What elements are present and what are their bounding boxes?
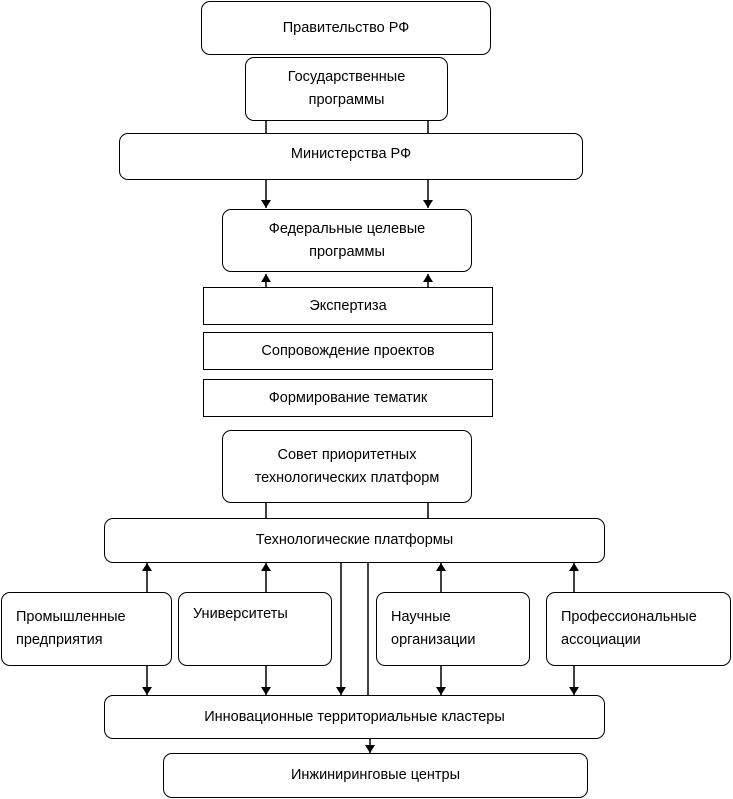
tech-platforms-node: Технологические платформы — [104, 518, 605, 563]
professional-associations-label: Профессиональные ассоциации — [561, 609, 697, 648]
council-label: Совет приоритетных технологических платф… — [254, 446, 440, 486]
state-programs-node: Государственные программы — [245, 57, 448, 121]
project-support-label: Сопровождение проектов — [261, 342, 435, 359]
innovation-clusters-node: Инновационные территориальные кластеры — [104, 695, 605, 739]
federal-programs-label: Федеральные целевые программы — [268, 220, 426, 260]
expertise-label: Экспертиза — [309, 297, 387, 314]
topic-formation-node: Формирование тематик — [203, 379, 493, 417]
research-organizations-node: Научные организации — [376, 592, 530, 666]
state-programs-label: Государственные программы — [287, 69, 406, 108]
ministries-node: Министерства РФ — [119, 133, 583, 180]
council-node: Совет приоритетных технологических платф… — [222, 430, 472, 503]
tech-platforms-label: Технологические платформы — [255, 532, 454, 548]
government-node: Правительство РФ — [201, 1, 491, 55]
professional-associations-node: Профессиональные ассоциации — [546, 592, 731, 666]
industrial-enterprises-label: Промышленные предприятия — [16, 609, 126, 648]
engineering-centers-label: Инжиниринговые центры — [290, 767, 461, 783]
innovation-clusters-label: Инновационные территориальные кластеры — [204, 708, 505, 725]
universities-label: Университеты — [193, 606, 288, 622]
industrial-enterprises-node: Промышленные предприятия — [1, 592, 172, 666]
government-label: Правительство РФ — [282, 19, 410, 36]
federal-programs-node: Федеральные целевые программы — [222, 209, 472, 272]
project-support-node: Сопровождение проектов — [203, 332, 493, 370]
universities-node: Университеты — [178, 592, 332, 666]
ministries-label: Министерства РФ — [290, 146, 412, 162]
research-organizations-label: Научные организации — [391, 609, 476, 648]
engineering-centers-node: Инжиниринговые центры — [163, 753, 588, 798]
topic-formation-label: Формирование тематик — [268, 389, 428, 406]
expertise-node: Экспертиза — [203, 287, 493, 325]
